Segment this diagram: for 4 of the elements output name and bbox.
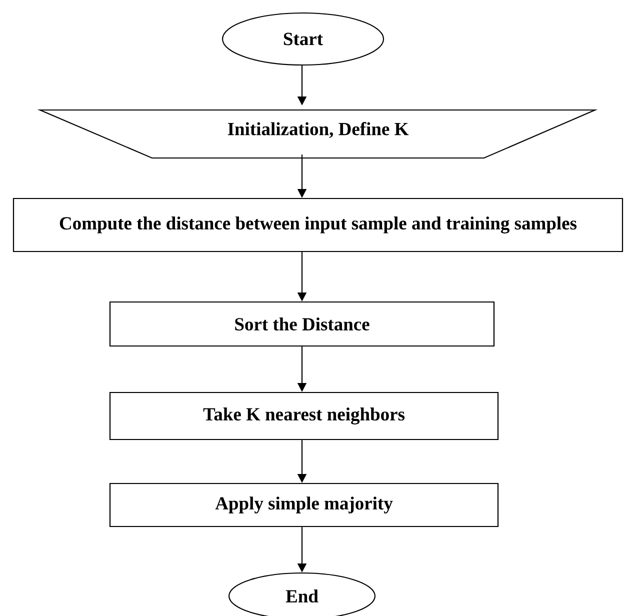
process-box: Take K nearest neighbors: [109, 392, 499, 440]
process-box: Sort the Distance: [109, 301, 495, 347]
process-box: Apply simple majority: [109, 482, 499, 528]
process-box: Compute the distance between input sample and training samples: [12, 198, 624, 252]
